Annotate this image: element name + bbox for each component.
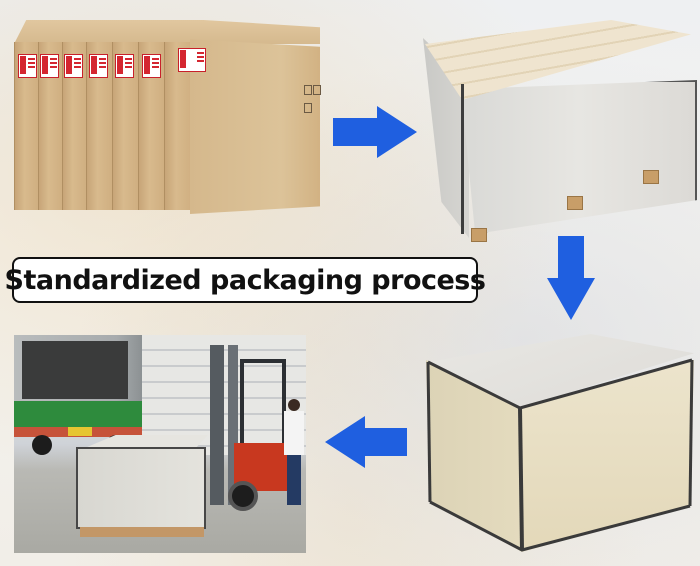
stacked-cartons-image [14, 20, 321, 215]
fragile-label-icon [18, 54, 37, 78]
truck-bed [14, 401, 142, 427]
worker-shirt [284, 411, 304, 455]
pallet-foot [643, 170, 659, 184]
fragile-label-icon [142, 54, 161, 78]
arrow-right-icon [333, 106, 417, 158]
page-title: Standardized packaging process [4, 264, 486, 296]
fragile-label-icon [40, 54, 59, 78]
forklift-wheel [228, 481, 258, 511]
forklift-mast [210, 345, 224, 505]
carton-top [14, 20, 320, 44]
pallet-foot [567, 196, 583, 210]
handling-symbols-icon [304, 82, 330, 113]
crate-steel-edges [426, 358, 694, 552]
license-plate [68, 427, 92, 436]
arrow-left-icon [325, 416, 407, 468]
worker [284, 399, 304, 509]
carton-side [190, 39, 320, 214]
crate-front-panel [461, 80, 697, 234]
worker-head [288, 399, 300, 411]
arrow-down-icon [547, 236, 595, 320]
open-wooden-crate-image [421, 16, 697, 244]
truck-container-interior [22, 341, 128, 399]
fragile-label-icon [64, 54, 83, 78]
pallet [80, 527, 204, 537]
pallet-foot [471, 228, 487, 242]
steel-edge [461, 84, 464, 234]
fragile-label-icon [115, 54, 134, 78]
truck-wheel [32, 435, 52, 455]
worker-pants [287, 455, 301, 505]
title-banner: Standardized packaging process [5, 257, 486, 303]
forklift-mast [228, 345, 238, 505]
closed-wooden-crate-image [422, 334, 694, 556]
fragile-label-icon [178, 48, 206, 72]
forklift-loading-photo [14, 335, 306, 553]
forklift-cab [240, 359, 286, 447]
wooden-crate [76, 447, 206, 529]
fragile-label-icon [89, 54, 108, 78]
